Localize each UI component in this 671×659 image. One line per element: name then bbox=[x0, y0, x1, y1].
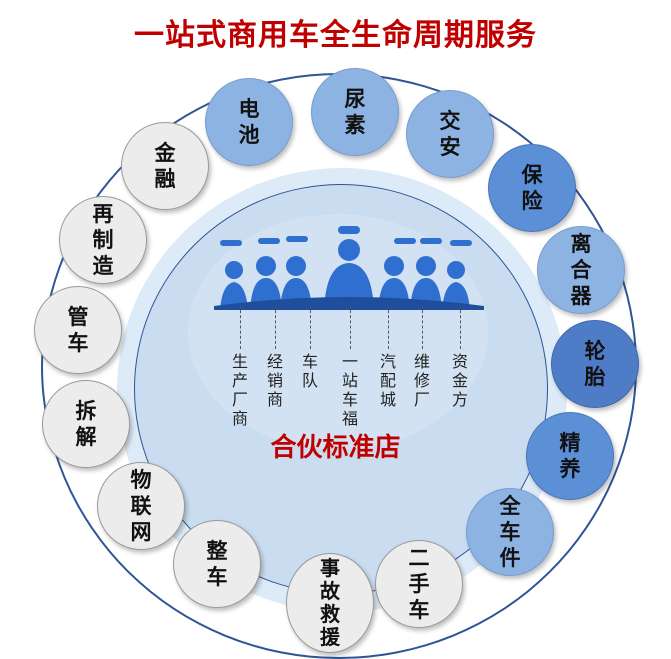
partners-meeting-icon bbox=[214, 226, 484, 310]
dashed-connector bbox=[460, 305, 461, 349]
service-bubble-used-car[interactable]: 二 手 车 bbox=[375, 540, 463, 628]
service-bubble-accident-rescue[interactable]: 事 故 救 援 bbox=[286, 553, 374, 653]
service-bubble-traffic-safety[interactable]: 交 安 bbox=[406, 90, 494, 178]
service-bubble-dismantling[interactable]: 拆 解 bbox=[42, 380, 130, 468]
partner-label: 生 产 厂 商 bbox=[231, 352, 248, 428]
dashed-connector bbox=[275, 305, 276, 349]
service-bubble-fleet-management[interactable]: 管 车 bbox=[34, 286, 122, 374]
dashed-connector bbox=[240, 305, 241, 349]
service-bubble-maintenance[interactable]: 精 养 bbox=[526, 412, 614, 500]
partner-label: 资 金 方 bbox=[451, 352, 468, 409]
dashed-connector bbox=[310, 305, 311, 349]
partner-label: 车 队 bbox=[301, 352, 318, 390]
service-bubble-remanufacturing[interactable]: 再 制 造 bbox=[59, 196, 147, 284]
partner-label: 汽 配 城 bbox=[379, 352, 396, 409]
service-bubble-clutch[interactable]: 离 合 器 bbox=[537, 226, 625, 314]
partner-label: 经 销 商 bbox=[266, 352, 283, 409]
page-title: 一站式商用车全生命周期服务 bbox=[134, 18, 537, 53]
service-bubble-iot[interactable]: 物 联 网 bbox=[97, 462, 185, 550]
service-bubble-insurance[interactable]: 保 险 bbox=[488, 144, 576, 232]
service-bubble-battery[interactable]: 电 池 bbox=[205, 78, 293, 166]
service-bubble-finance[interactable]: 金 融 bbox=[121, 122, 209, 210]
dashed-connector bbox=[388, 305, 389, 349]
partner-label: 一 站 车 福 bbox=[341, 352, 358, 428]
service-bubble-vehicle-parts[interactable]: 全 车 件 bbox=[466, 488, 554, 576]
core-area bbox=[188, 214, 488, 450]
service-bubble-whole-vehicle[interactable]: 整 车 bbox=[173, 520, 261, 608]
dashed-connector bbox=[422, 305, 423, 349]
dashed-connector bbox=[350, 305, 351, 349]
center-title: 合伙标准店 bbox=[270, 433, 401, 463]
service-bubble-urea[interactable]: 尿 素 bbox=[311, 68, 399, 156]
service-bubble-tires[interactable]: 轮 胎 bbox=[551, 320, 639, 408]
partner-label: 维 修 厂 bbox=[413, 352, 430, 409]
